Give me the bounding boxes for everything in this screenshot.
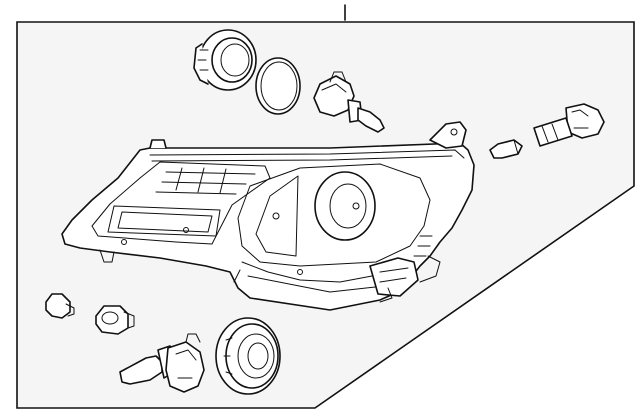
cover-gasket <box>255 57 301 115</box>
high-beam-bulb <box>313 71 385 133</box>
dust-cap <box>215 317 281 395</box>
headlamp-assembly <box>61 121 475 311</box>
socket-cover <box>193 29 257 91</box>
side-marker-bulb <box>45 293 75 319</box>
low-beam-bulb <box>119 333 205 393</box>
turn-signal-bulb <box>489 139 523 159</box>
side-marker-socket <box>95 305 135 335</box>
turn-signal-socket <box>533 103 605 147</box>
